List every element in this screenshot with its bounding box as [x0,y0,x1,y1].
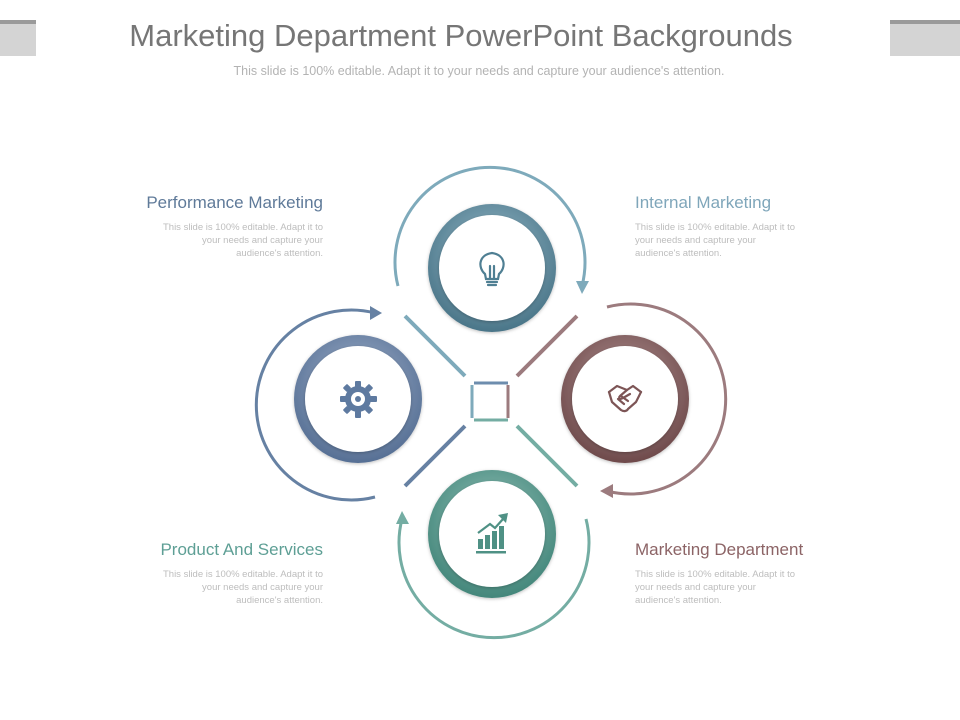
text-block-performance-marketing: Performance Marketing This slide is 100%… [103,193,323,260]
text-block-product-and-services: Product And Services This slide is 100% … [103,540,323,607]
circle-top [428,204,556,332]
cycle-arrow-bottom [397,518,591,640]
corner-decoration-right [890,20,960,56]
lightbulb-icon [479,251,505,287]
block-description: This slide is 100% editable. Adapt it to… [162,569,323,606]
arrowhead-right [600,484,613,498]
center-square [470,381,510,422]
block-description: This slide is 100% editable. Adapt it to… [635,569,796,606]
connector-top-right [515,314,579,378]
connector-bottom-left [403,424,467,488]
block-heading: Performance Marketing [146,193,323,212]
text-block-internal-marketing: Internal Marketing This slide is 100% ed… [635,193,855,260]
growth-chart-icon [476,513,508,554]
arrowhead-bottom [396,511,409,524]
page-subtitle: This slide is 100% editable. Adapt it to… [233,64,725,78]
block-heading: Marketing Department [635,540,804,559]
cycle-arrow-right [606,302,728,496]
cycle-arrow-left [254,308,376,502]
connector-top-left [403,314,467,378]
text-block-marketing-department: Marketing Department This slide is 100% … [635,540,855,607]
cycle-arrow-top [393,165,587,287]
arrowhead-left [370,306,382,320]
gear-icon [340,381,377,418]
connector-lines [403,314,579,488]
corner-decoration-left [0,20,36,56]
arrowhead-top [576,281,589,294]
block-heading: Product And Services [160,540,323,559]
block-heading: Internal Marketing [635,193,772,212]
handshake-icon [607,384,643,413]
block-description: This slide is 100% editable. Adapt it to… [162,222,323,259]
connector-bottom-right [515,424,579,488]
page-title: Marketing Department PowerPoint Backgrou… [129,18,793,53]
block-description: This slide is 100% editable. Adapt it to… [635,222,796,259]
